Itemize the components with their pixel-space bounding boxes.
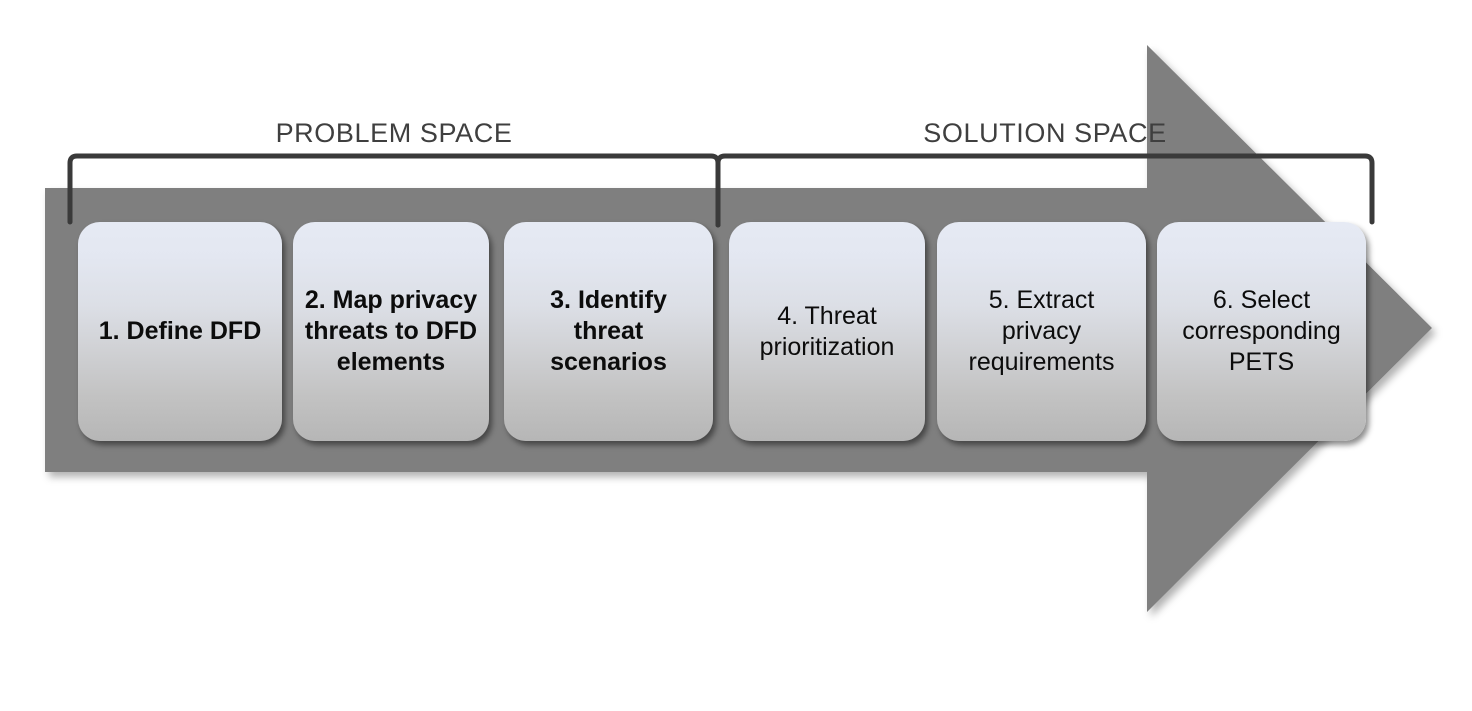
- step-box-2-map-privacy-threats[interactable]: 2. Map privacy threats to DFD elements: [293, 222, 489, 441]
- step-box-3-identify-threat-scenarios[interactable]: 3. Identify threat scenarios: [504, 222, 713, 441]
- step-label: 3. Identify threat scenarios: [550, 286, 667, 376]
- step-label: 4. Threat prioritization: [759, 301, 895, 361]
- phase-label-problem-space: PROBLEM SPACE: [275, 118, 513, 148]
- step-box-4-threat-prioritization[interactable]: 4. Threat prioritization: [729, 222, 925, 441]
- step-label: 6. Select corresponding PETS: [1182, 286, 1341, 376]
- phase-label-solution-space: SOLUTION SPACE: [923, 118, 1167, 148]
- step-box-6-select-corresponding-pets[interactable]: 6. Select corresponding PETS: [1157, 222, 1366, 441]
- step-label: 2. Map privacy threats to DFD elements: [304, 286, 478, 376]
- step-label: 5. Extract privacy requirements: [968, 286, 1115, 376]
- step-box-1-define-dfd[interactable]: 1. Define DFD: [78, 222, 282, 441]
- step-label: 1. Define DFD: [98, 317, 262, 345]
- step-box-5-extract-privacy-requirements[interactable]: 5. Extract privacy requirements: [937, 222, 1146, 441]
